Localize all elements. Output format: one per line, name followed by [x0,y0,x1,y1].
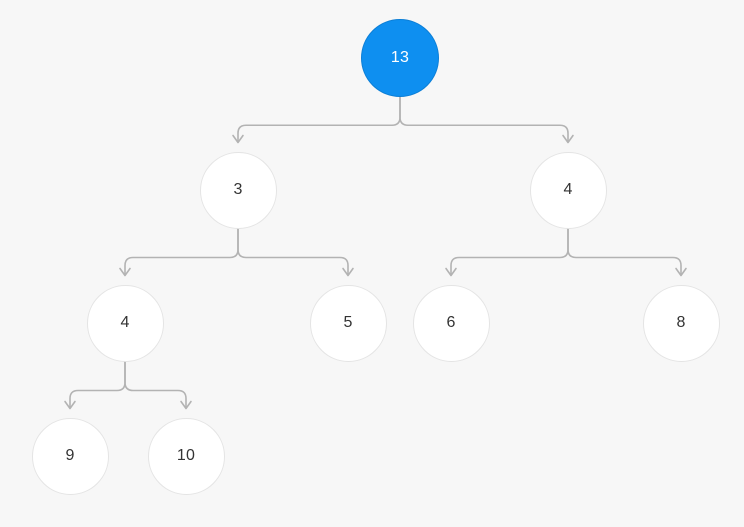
tree-node-label: 6 [446,314,456,331]
tree-edge [399,96,569,143]
tree-node-5[interactable]: 5 [309,284,387,362]
tree-edge [124,227,239,276]
edge-arrowhead-icon [675,267,687,277]
tree-node-label: 5 [343,314,353,331]
tree-node-label: 4 [120,314,130,331]
tree-node-label: 8 [676,314,686,331]
tree-node-10[interactable]: 10 [147,417,225,495]
tree-node-6[interactable]: 6 [412,284,490,362]
tree-node-13[interactable]: 13 [361,19,439,97]
tree-edge [237,227,349,276]
tree-node-label: 13 [390,49,410,66]
tree-edge [450,227,569,276]
tree-node-4[interactable]: 4 [86,284,164,362]
tree-node-3[interactable]: 3 [199,151,277,229]
tree-node-label: 3 [233,181,243,198]
edge-arrowhead-icon [232,134,244,144]
tree-edge [69,360,126,409]
tree-edge [567,227,682,276]
tree-node-label: 4 [563,181,573,198]
tree-edge [124,360,187,409]
edge-arrowhead-icon [562,134,574,144]
tree-node-label: 9 [65,447,75,464]
tree-node-9[interactable]: 9 [31,417,109,495]
tree-node-4[interactable]: 4 [529,151,607,229]
tree-node-8[interactable]: 8 [642,284,720,362]
edge-arrowhead-icon [342,267,354,277]
edge-arrowhead-icon [180,400,192,410]
edge-arrowhead-icon [119,267,131,277]
tree-node-label: 10 [176,447,196,464]
edge-arrowhead-icon [445,267,457,277]
tree-edge [237,96,401,143]
edge-arrowhead-icon [64,400,76,410]
